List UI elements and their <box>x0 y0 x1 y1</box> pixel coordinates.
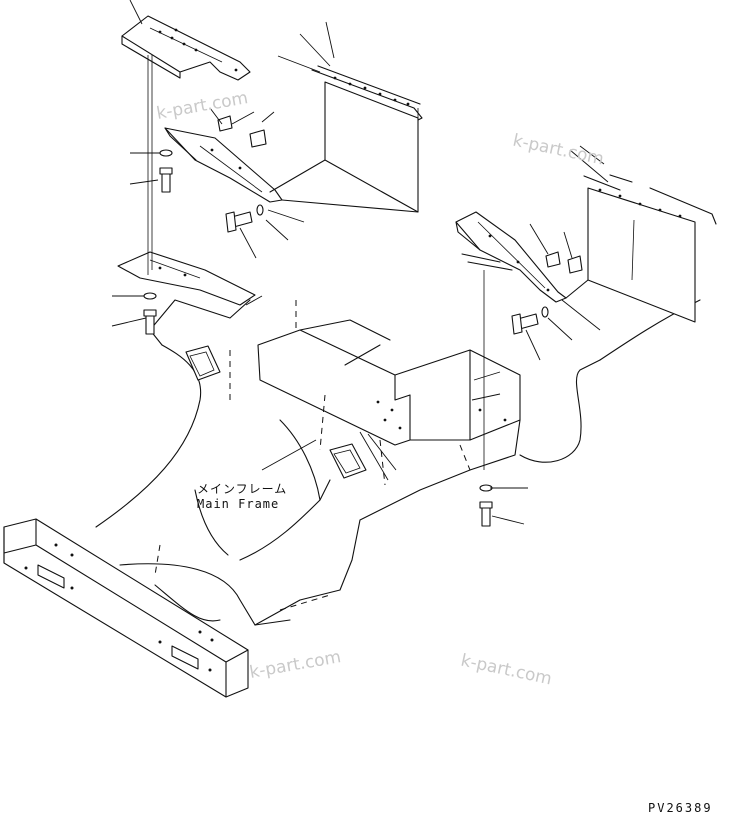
center-beam <box>257 329 411 446</box>
bolt-upper-left <box>161 171 171 193</box>
right-mud-flap <box>565 174 717 323</box>
right-stopper-1 <box>545 251 561 268</box>
bumper-slot-right <box>171 645 199 670</box>
washer-lower-left <box>143 292 157 300</box>
main-frame-label-en: Main Frame <box>197 497 280 511</box>
left-step-plate <box>121 15 251 81</box>
washer-side-left <box>256 204 264 216</box>
left-stopper-2 <box>249 129 267 148</box>
left-mud-flap <box>269 65 423 213</box>
leader-lines <box>111 0 609 525</box>
left-stopper-1 <box>217 115 233 132</box>
bolt-lower-left <box>145 313 155 335</box>
drawing-code: PV26389 <box>648 801 713 815</box>
bumper-slot-left <box>37 564 65 589</box>
right-flap-sheet <box>587 187 696 323</box>
right-step-assembly <box>455 211 583 527</box>
right-stopper-2 <box>567 255 583 274</box>
main-frame-label-jp: メインフレーム <box>197 482 288 496</box>
frame-plate-center <box>329 443 367 479</box>
left-step-bracket <box>164 127 283 203</box>
right-step-bracket <box>455 211 567 303</box>
washer-side-right <box>541 306 549 318</box>
washer-upper-left <box>159 149 173 157</box>
bolt-lower-right <box>481 505 491 527</box>
left-flap-sheet <box>324 81 419 213</box>
left-step-assembly <box>121 15 283 335</box>
main-frame <box>3 251 701 698</box>
